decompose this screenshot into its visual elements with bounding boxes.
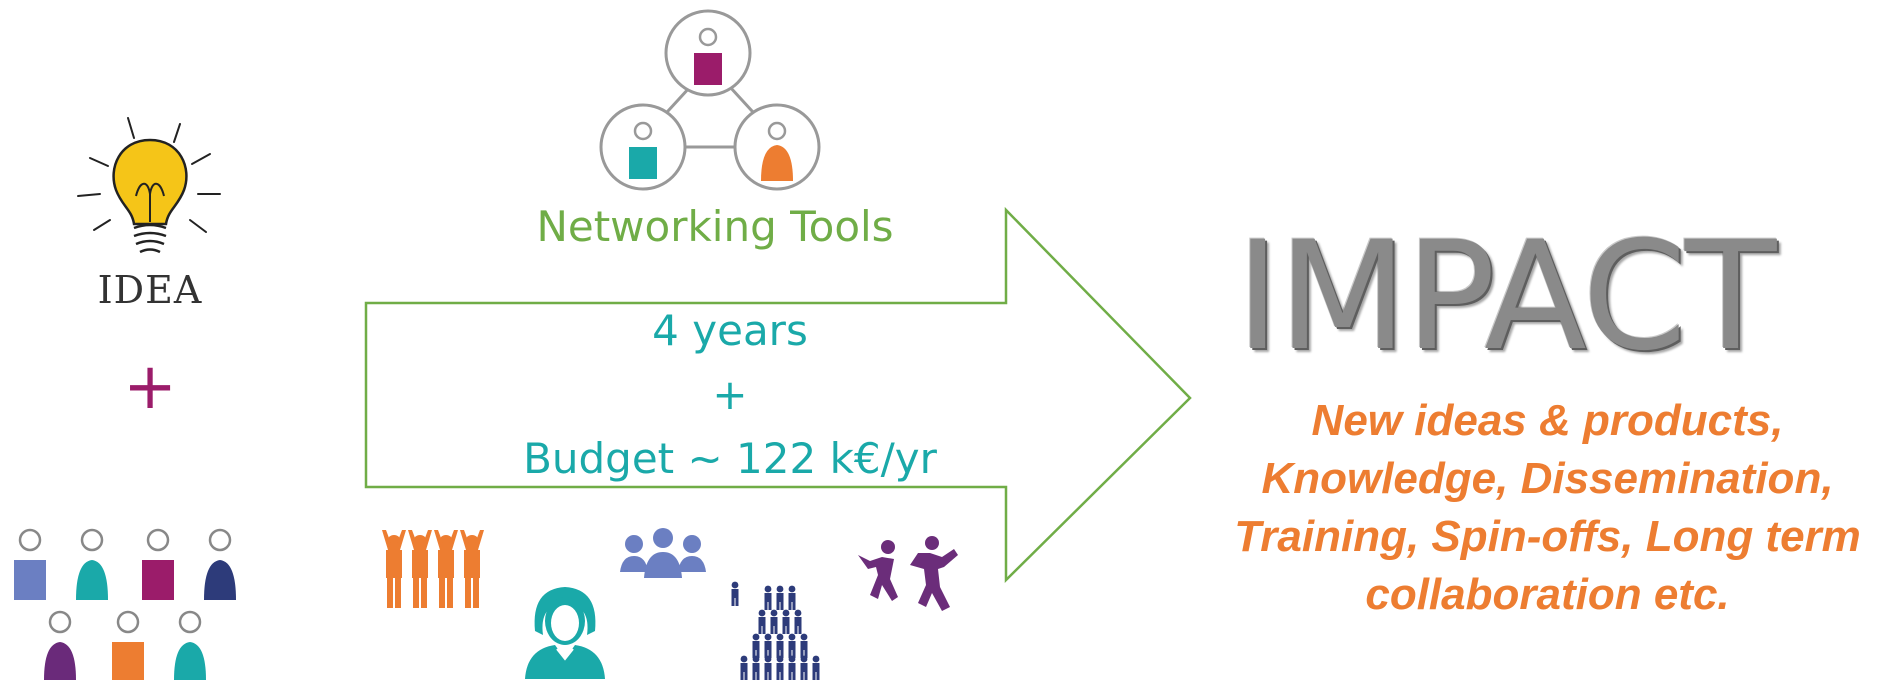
cheering-people-icon: [380, 530, 490, 610]
impact-line: collaboration etc.: [1365, 570, 1730, 619]
duration-label: 4 years: [652, 306, 808, 355]
crowd-pyramid-icon: [731, 581, 825, 680]
dancing-people-icon: [858, 535, 958, 620]
plus-sign: +: [123, 350, 177, 424]
network-icon: [595, 5, 825, 195]
woman-avatar-icon: [525, 585, 605, 679]
arrow-plus-label: +: [712, 370, 748, 419]
impact-title: IMPACT: [1235, 210, 1777, 384]
impact-description: New ideas & products, Knowledge, Dissemi…: [1195, 392, 1900, 624]
impact-line: Knowledge, Dissemination,: [1261, 454, 1834, 503]
budget-label: Budget ~ 122 k€/yr: [523, 434, 937, 483]
idea-label: IDEA: [97, 268, 203, 312]
networking-tools-label: Networking Tools: [536, 202, 894, 251]
impact-line: New ideas & products,: [1311, 396, 1784, 445]
people-group-icon: [10, 520, 245, 680]
lightbulb-icon: [70, 110, 230, 270]
impact-line: Training, Spin-offs, Long term: [1234, 512, 1861, 561]
team-icon: [620, 528, 706, 584]
